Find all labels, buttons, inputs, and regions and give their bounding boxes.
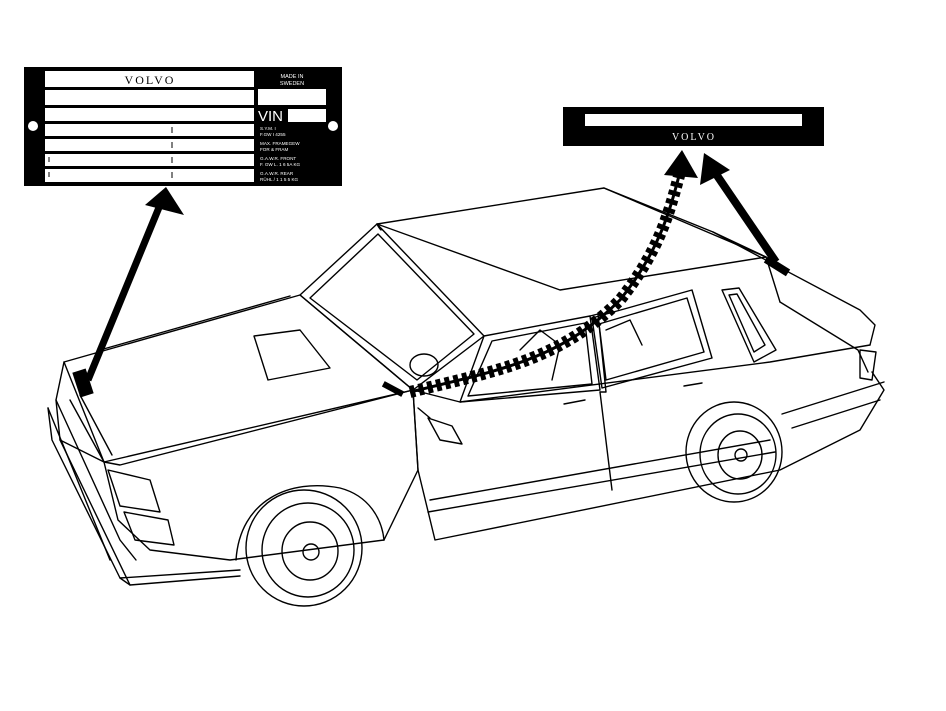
vin-plate-vin-label: VIN (258, 108, 283, 125)
rear-window (592, 290, 712, 388)
vin-plate-brand: VOLVO (125, 73, 176, 87)
vin-plate-spec: F.GW I 4255 (260, 132, 286, 137)
vin-number-box (288, 109, 326, 122)
headlight (108, 470, 160, 512)
vin-plate-row (45, 139, 254, 151)
vin-plate-spec: RÜHL / 1 1 5 5 KG (260, 176, 299, 182)
vin-plate-spec: G.A.W.R. REAR (260, 171, 294, 176)
vin-plate-spec: G.A.W.R. FRONT (260, 156, 296, 161)
car (48, 188, 884, 606)
front-bumper (48, 408, 240, 578)
vin-plate-row (45, 124, 254, 136)
windshield-label: VOLVO (563, 107, 824, 146)
vin-plate-hole-right (328, 121, 338, 131)
vin-plate-spec: FOR & FRAM (260, 147, 289, 152)
side-mirror (428, 418, 462, 444)
car-side (413, 372, 884, 540)
vin-plate: VOLVO MADE IN SWEDEN VIN S.Y.M. I F.GW I… (24, 67, 342, 186)
windshield-label-window (585, 114, 802, 126)
vin-plate-row (258, 89, 326, 105)
vin-plate-made-in: MADE IN (281, 74, 304, 80)
arrow-to-vin-plate (88, 187, 184, 380)
vin-plate-spec: F. GW L. 1 6 5A KG (260, 162, 301, 167)
car-roof (377, 188, 766, 290)
vin-plate-row (45, 108, 254, 121)
vin-plate-row (45, 90, 254, 105)
vin-plate-hole-left (28, 121, 38, 131)
vin-plate-spec: MAX. FRAMEGEW (260, 141, 300, 146)
vin-plate-row (45, 154, 254, 166)
windshield-label-brand: VOLVO (672, 132, 716, 143)
vin-plate-made-in-country: SWEDEN (280, 81, 304, 87)
arrow-to-windshield-label (410, 150, 698, 392)
vin-plate-row (45, 169, 254, 182)
vin-plate-spec: S.Y.M. I (260, 126, 276, 131)
